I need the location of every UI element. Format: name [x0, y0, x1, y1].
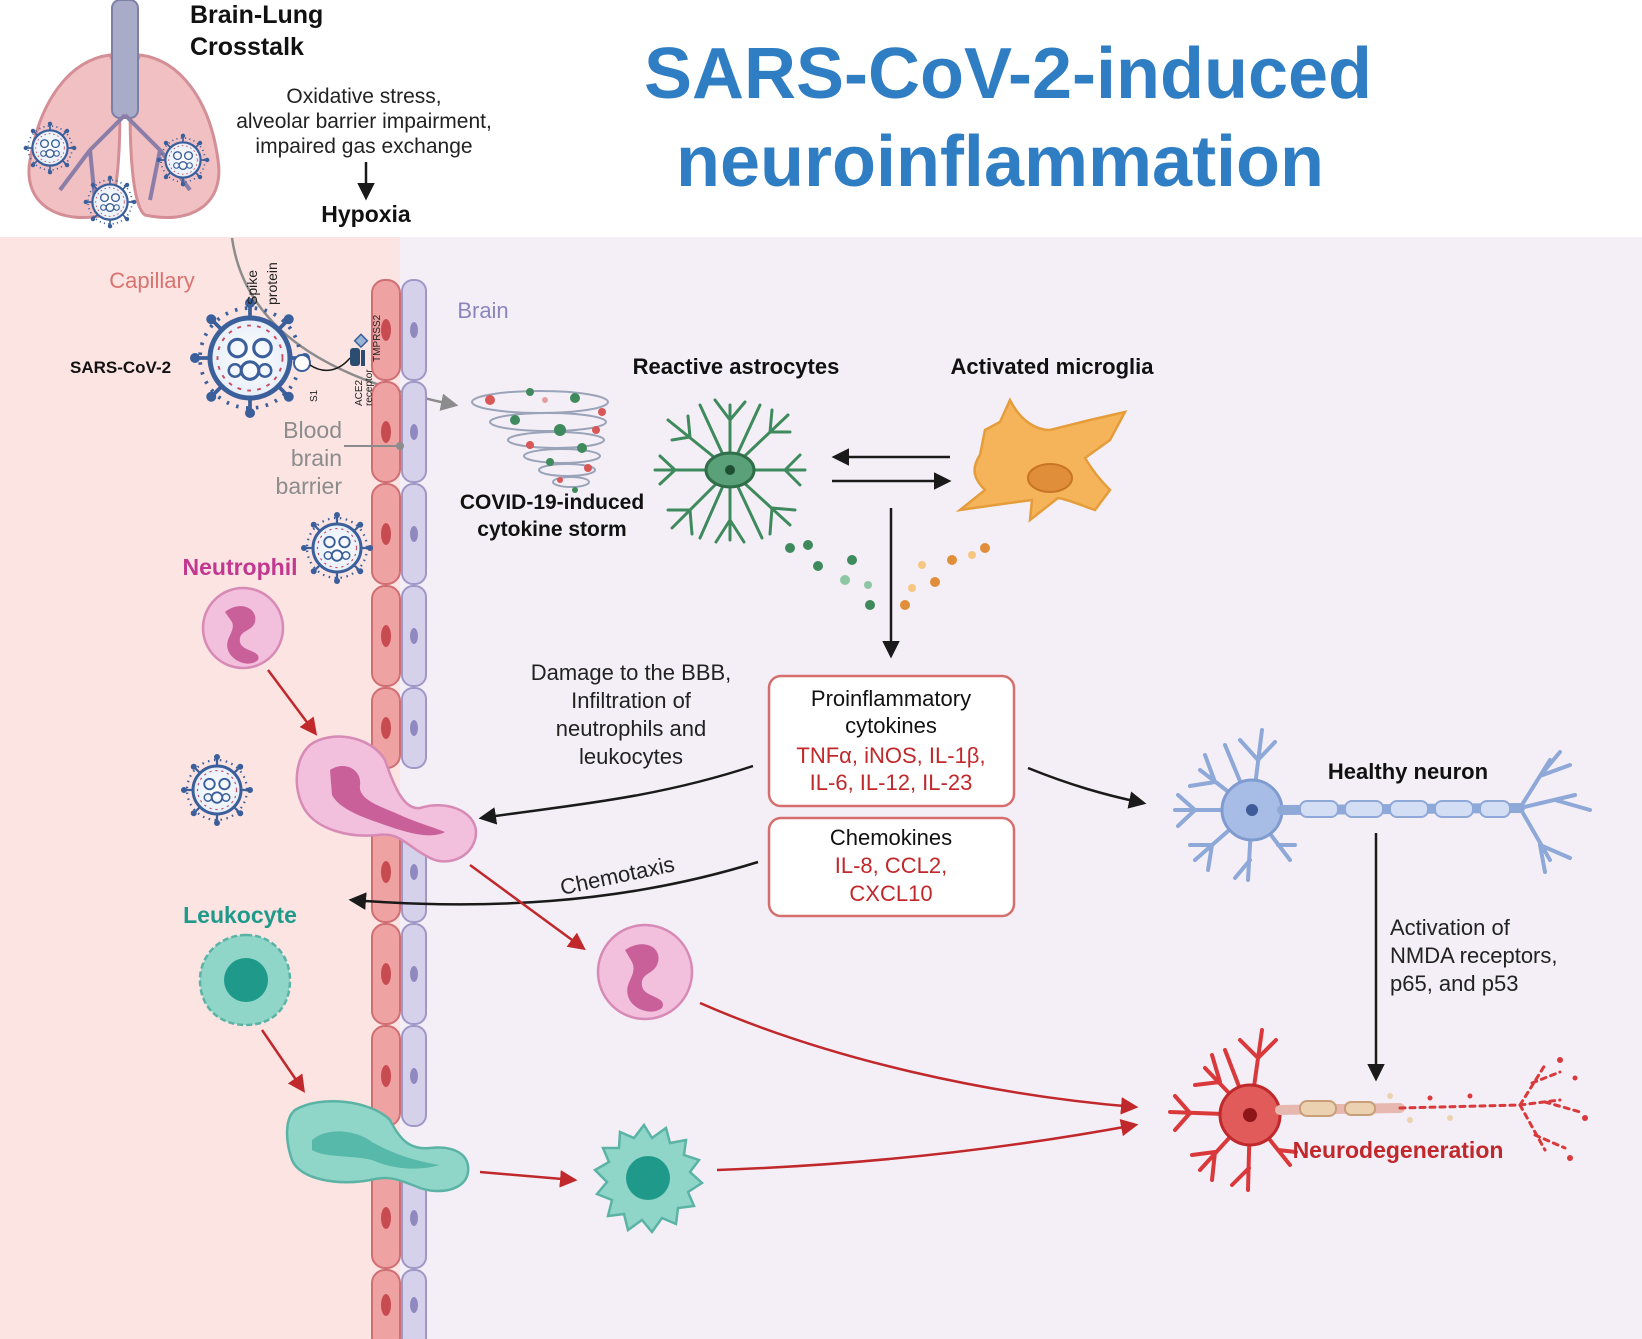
chemokines-box: [767, 816, 1016, 918]
neutrophil-to-neurodegeneration-arrow: [699, 1001, 1139, 1115]
capillary-label: Capillary: [109, 268, 195, 293]
microglia-cell: [955, 397, 1128, 523]
chemokines-line1: Chemokines: [830, 825, 952, 850]
healthy-neuron-label: Healthy neuron: [1328, 759, 1488, 784]
damage-line3: neutrophils and: [556, 716, 706, 741]
leukocyte-arrow-1: [260, 1029, 305, 1093]
nmda-line3: p65, and p53: [1390, 971, 1518, 996]
proinflammatory-line2: cytokines: [845, 713, 937, 738]
cytokine-dots: [785, 540, 990, 610]
damage-line1: Damage to the BBB,: [531, 660, 732, 685]
ace2-label-line1: ACE2: [354, 379, 365, 406]
bbb-label-line1: Blood: [283, 417, 342, 443]
ace2-label-line2: receptor: [364, 369, 375, 406]
leukocyte-cell: [198, 933, 292, 1027]
astrocyte-cell: [653, 398, 807, 544]
neutrophil-label: Neutrophil: [183, 554, 298, 580]
damage-line4: leukocytes: [579, 744, 683, 769]
lung-desc-line2: alveolar barrier impairment,: [236, 110, 492, 133]
neurodegeneration-label: Neurodegeneration: [1293, 1137, 1504, 1163]
lung-heading-line1: Brain-Lung: [190, 1, 323, 29]
microglia-nucleus: [1027, 463, 1073, 493]
cytokine-storm-icon: [471, 388, 609, 493]
degenerating-neuron-cell: [1168, 1028, 1582, 1192]
proinflammatory-box: [767, 674, 1016, 808]
bbb-label-line2: brain: [291, 445, 342, 471]
damage-arrow: [478, 764, 754, 825]
virus-icon-main: [190, 298, 310, 418]
s1-label: S1: [309, 389, 320, 402]
spike-label-line1: Spike: [244, 270, 260, 305]
lungs-illustration: [22, 0, 221, 230]
header-band: [0, 0, 1642, 237]
brain-region: [400, 237, 1642, 1339]
chemotaxis-arrow: [348, 860, 759, 910]
nmda-line2: NMDA receptors,: [1390, 943, 1558, 968]
bbb-label-line3: barrier: [276, 473, 343, 499]
virus-icon-lung-2: [155, 132, 211, 188]
virus-icon-lung-1: [22, 120, 78, 176]
microglia-label: Activated microglia: [951, 354, 1155, 379]
virus-icon-capillary-1: [299, 510, 375, 586]
neutrophil-cell: [201, 586, 285, 670]
lung-desc-line1: Oxidative stress,: [286, 85, 441, 108]
title-line1: SARS-CoV-2-induced: [644, 34, 1372, 114]
tmprss2-label: TMPRSS2: [372, 314, 383, 362]
neutrophil-arrow-1: [266, 669, 318, 736]
ace2-receptor: [293, 333, 369, 372]
lung-heading-line2: Crosstalk: [190, 33, 304, 61]
leukocyte-label: Leukocyte: [183, 902, 297, 928]
damage-line2: Infiltration of: [571, 688, 692, 713]
proinflammatory-list2: IL-6, IL-12, IL-23: [810, 770, 973, 795]
storm-label-line1: COVID-19-induced: [460, 491, 644, 514]
virus-icon-capillary-2: [179, 752, 255, 828]
transmigrating-leukocyte: [285, 1100, 470, 1193]
hypoxia-label: Hypoxia: [321, 201, 411, 227]
virus-icon-lung-3: [82, 174, 138, 230]
chemokines-list1: IL-8, CCL2,: [835, 853, 948, 878]
sars-cov-2-label: SARS-CoV-2: [70, 358, 171, 377]
storm-label-line2: cytokine storm: [477, 518, 626, 541]
blood-brain-barrier-wall: [371, 279, 427, 1339]
astrocytes-label: Reactive astrocytes: [633, 354, 840, 379]
leukocyte-cell-brain: [592, 1122, 705, 1235]
lung-desc-line3: impaired gas exchange: [255, 135, 472, 158]
proinflammatory-line1: Proinflammatory: [811, 686, 971, 711]
axon-debris: [1387, 1057, 1588, 1161]
proinflammatory-list1: TNFα, iNOS, IL-1β,: [796, 743, 985, 768]
neutrophil-arrow-2: [469, 863, 586, 951]
leukocyte-to-neurodegeneration-arrow: [716, 1118, 1139, 1172]
nmda-line1: Activation of: [1390, 915, 1511, 940]
title-line2: neuroinflammation: [676, 122, 1324, 202]
bbb-pointer-dot: [396, 442, 404, 450]
transmigrating-neutrophil: [295, 735, 478, 863]
neutrophil-cell-brain: [596, 923, 694, 1021]
brain-label: Brain: [457, 298, 508, 323]
cytokines-to-neuron-arrow: [1027, 766, 1147, 809]
leukocyte-arrow-2: [479, 1170, 578, 1188]
spike-label-line2: protein: [264, 262, 280, 305]
healthy-neuron-cell: [1173, 728, 1592, 882]
chemokines-list2: CXCL10: [849, 881, 932, 906]
